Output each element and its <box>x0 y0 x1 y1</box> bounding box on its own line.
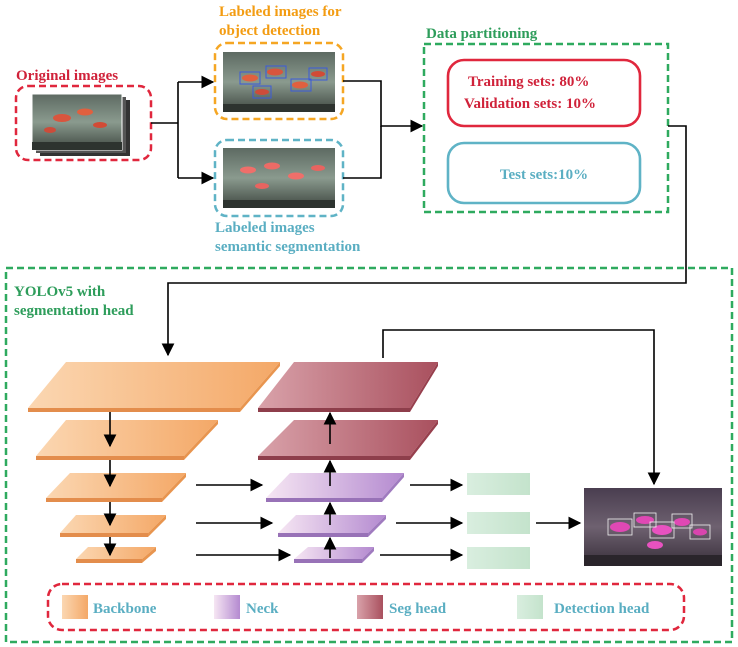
od-title-line1: Labeled images for <box>219 4 342 20</box>
partition-title: Data partitioning <box>426 26 538 42</box>
test-box <box>446 141 642 205</box>
backbone-layer-4 <box>60 515 166 537</box>
seg-title-line1: Labeled images <box>215 220 315 236</box>
legend-box <box>46 582 686 632</box>
detection-heads <box>467 473 530 569</box>
neck-layer-1 <box>266 473 404 502</box>
legend-label-seg-head: Seg head <box>389 601 447 617</box>
legend-label-neck: Neck <box>246 601 279 617</box>
model-title-line2: segmentation head <box>14 303 134 319</box>
train-val-box <box>446 58 642 128</box>
model-box <box>4 266 734 644</box>
backbone-layers <box>28 362 280 563</box>
neck-layer-2 <box>278 515 386 537</box>
legend: Backbone Neck Seg head Detection head <box>62 595 650 619</box>
backbone-layer-3 <box>46 473 186 502</box>
legend-swatch-seg-head <box>357 595 383 619</box>
od-title-line2: object detection <box>219 23 321 39</box>
backbone-layer-1 <box>28 362 280 412</box>
detection-head-3 <box>467 547 530 569</box>
model-vertical-arrows <box>103 411 337 558</box>
legend-label-detection-head: Detection head <box>554 601 650 617</box>
partition-to-model-connector <box>161 125 687 357</box>
partition-box <box>422 42 670 214</box>
test-label: Test sets:10% <box>500 167 588 183</box>
neck-layer-3 <box>294 547 374 563</box>
output-image <box>584 488 722 566</box>
legend-swatch-detection-head <box>517 595 543 619</box>
neck-layers <box>266 473 404 563</box>
seg-layer-1 <box>258 362 438 412</box>
split-connector <box>151 75 215 185</box>
original-images-title: Original images <box>16 68 118 84</box>
od-image <box>223 52 335 112</box>
seg-title-line2: semantic segmentation <box>215 239 361 255</box>
seg-head-layers <box>258 362 438 460</box>
backbone-layer-5 <box>76 547 156 563</box>
seg-layer-2 <box>258 420 438 460</box>
legend-swatch-backbone <box>62 595 88 619</box>
training-label: Training sets: 80% <box>468 74 589 90</box>
backbone-layer-2 <box>36 420 218 460</box>
detection-head-2 <box>467 512 530 534</box>
merge-connector <box>343 80 424 179</box>
legend-swatch-neck <box>214 595 240 619</box>
legend-label-backbone: Backbone <box>93 601 157 617</box>
seg-image <box>223 148 335 208</box>
original-image-stack <box>31 93 130 156</box>
detection-head-1 <box>467 473 530 495</box>
model-horizontal-arrows <box>196 329 661 562</box>
validation-label: Validation sets: 10% <box>464 96 596 112</box>
model-title-line1: YOLOv5 with <box>14 284 106 300</box>
